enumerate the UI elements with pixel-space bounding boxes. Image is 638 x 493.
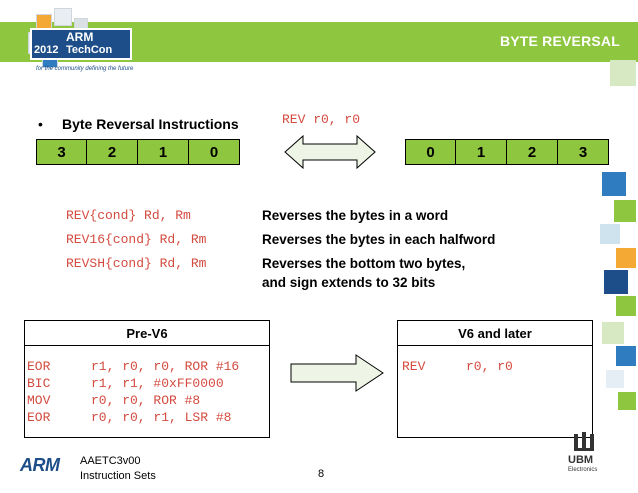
panel-divider: [25, 345, 269, 346]
slide-title: BYTE REVERSAL: [499, 33, 620, 49]
doc-title: Instruction Sets: [80, 470, 156, 482]
instruction-description: Reverses the bytes in a word: [262, 208, 449, 223]
instruction-syntax: REV{cond} Rd, Rm: [66, 208, 191, 223]
panel-title: V6 and later: [458, 325, 532, 341]
code-op: REV: [402, 359, 426, 374]
right-arrow-icon: [290, 354, 384, 392]
ubm-logo-icon: [574, 432, 594, 451]
code-args: r1, r0, r0, ROR #16: [91, 359, 240, 374]
code-op: EOR: [27, 359, 51, 374]
v6-later-panel: V6 and later REV r0, r0: [397, 320, 593, 438]
doc-code: AAETC3v00: [80, 455, 141, 467]
ubm-logo-text: UBM: [568, 454, 594, 466]
code-op: BIC: [27, 376, 51, 391]
pre-v6-panel: Pre-V6 EOR r1, r0, r0, ROR #16 BIC r1, r…: [24, 320, 270, 438]
code-op: MOV: [27, 393, 51, 408]
double-arrow-icon: [284, 134, 376, 170]
code-args: r0, r0, ROR #8: [91, 393, 201, 408]
instruction-syntax: REVSH{cond} Rd, Rm: [66, 256, 207, 271]
byte-cell: 2: [87, 139, 138, 165]
byte-cell: 3: [558, 139, 609, 165]
logo-event: TechCon: [66, 44, 113, 56]
byte-cell: 3: [36, 139, 87, 165]
byte-cell: 2: [507, 139, 558, 165]
instruction-description-continued: and sign extends to 32 bits: [262, 275, 436, 290]
logo-year: 2012: [34, 44, 59, 56]
decorative-squares: [598, 60, 638, 430]
page-number: 8: [318, 468, 325, 480]
code-op: EOR: [27, 410, 51, 425]
ubm-subtitle: Electronics: [568, 467, 598, 473]
instruction-description: Reverses the bytes in each halfword: [262, 232, 496, 247]
logo-brand: ARM: [66, 30, 94, 44]
panel-title: Pre-V6: [126, 325, 168, 341]
panel-divider: [398, 345, 592, 346]
byte-cell: 1: [456, 139, 507, 165]
code-args: r0, r0: [466, 359, 513, 374]
byte-cell: 0: [189, 139, 240, 165]
instruction-description: Reverses the bottom two bytes,: [262, 256, 466, 271]
bytes-after: 0 1 2 3: [405, 139, 609, 165]
arm-logo: ARM: [20, 455, 60, 475]
bullet-text: Byte Reversal Instructions: [62, 116, 239, 132]
instruction-syntax: REV16{cond} Rd, Rm: [66, 232, 207, 247]
byte-cell: 0: [405, 139, 456, 165]
byte-cell: 1: [138, 139, 189, 165]
bullet-marker: •: [38, 116, 43, 132]
rev-example-code: REV r0, r0: [282, 112, 361, 127]
logo-badge: [30, 28, 132, 60]
logo-cube: [54, 8, 72, 26]
code-args: r0, r0, r1, LSR #8: [91, 410, 232, 425]
bytes-before: 3 2 1 0: [36, 139, 240, 165]
code-args: r1, r1, #0xFF0000: [91, 376, 224, 391]
logo-tagline: for the community defining the future: [36, 66, 134, 72]
